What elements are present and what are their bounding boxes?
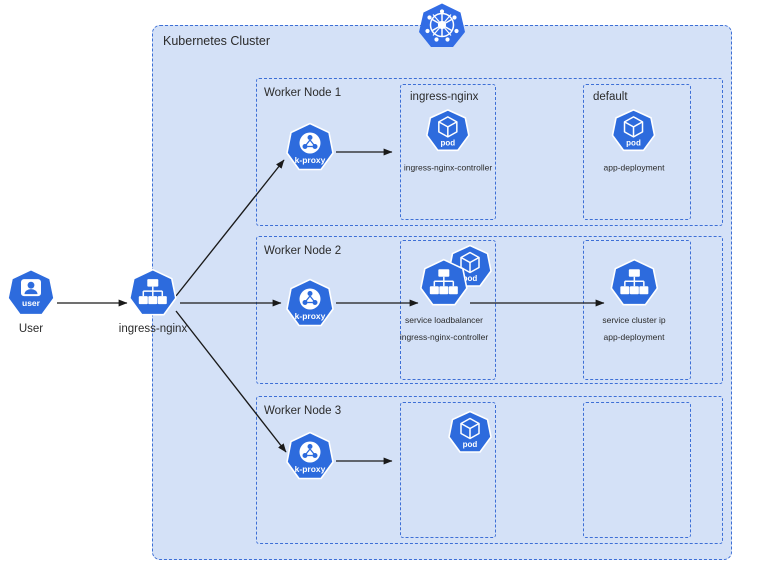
namespace-ingress-nginx-row3	[400, 402, 496, 538]
svg-text:pod: pod	[463, 274, 478, 283]
pod-icon: pod	[426, 108, 470, 152]
pod-icon: pod	[448, 410, 492, 453]
worker-node-2-k-proxy[interactable]: k-proxy	[285, 278, 335, 328]
worker-node-3-k-proxy[interactable]: k-proxy	[285, 431, 335, 481]
service-icon	[610, 258, 658, 306]
service-icon	[129, 268, 177, 316]
k-proxy-icon: k-proxy	[286, 431, 334, 480]
worker-node-1-container	[256, 78, 723, 226]
kubernetes-cluster-label: Kubernetes Cluster	[163, 34, 271, 48]
service-icon	[420, 258, 468, 306]
service-loadbalancer-caption-line1: service loadbalancer	[405, 315, 483, 326]
namespace-default-row1	[583, 84, 691, 220]
svg-text:k-proxy: k-proxy	[295, 464, 326, 474]
user-label: User	[18, 323, 44, 336]
k-proxy-icon: k-proxy	[286, 278, 334, 327]
ingress-nginx-pod-row3[interactable]: pod	[447, 410, 493, 454]
namespace-default-row3	[583, 402, 691, 538]
service-cluster-ip-caption-line2: app-deployment	[603, 332, 665, 343]
worker-node-2-label: Worker Node 2	[264, 245, 342, 257]
service-loadbalancer-node[interactable]: service loadbalancer ingress-nginx-contr…	[400, 258, 488, 344]
namespace-ingress-nginx-row2	[400, 240, 496, 380]
svg-text:k-proxy: k-proxy	[295, 311, 326, 321]
svg-text:k-proxy: k-proxy	[295, 155, 326, 165]
namespace-ingress-nginx-row1	[400, 84, 496, 220]
app-deployment-caption-row1: app-deployment	[603, 162, 665, 173]
service-loadbalancer-caption-line2: ingress-nginx-controller	[399, 332, 489, 343]
svg-text:user: user	[22, 298, 41, 308]
ingress-nginx-node[interactable]: ingress-nginx	[119, 268, 187, 338]
service-cluster-ip-node[interactable]: service cluster ip app-deployment	[602, 258, 666, 344]
svg-text:pod: pod	[463, 440, 478, 449]
ingress-nginx-controller-caption-row1: ingress-nginx-controller	[403, 162, 493, 173]
worker-node-1-k-proxy[interactable]: k-proxy	[285, 122, 335, 172]
ingress-nginx-label: ingress-nginx	[118, 323, 188, 336]
svg-text:pod: pod	[627, 138, 642, 147]
ingress-nginx-controller-pod-row1[interactable]: pod ingress-nginx-controller	[404, 108, 492, 173]
worker-node-1-label: Worker Node 1	[264, 87, 342, 99]
namespace-default-label-row1: default	[593, 91, 628, 103]
app-deployment-pod-row1[interactable]: pod app-deployment	[603, 108, 665, 173]
k-proxy-icon: k-proxy	[286, 122, 334, 171]
svg-text:pod: pod	[441, 138, 456, 147]
pod-icon: pod	[612, 108, 656, 152]
worker-node-2-container	[256, 236, 723, 384]
worker-node-3-label: Worker Node 3	[264, 405, 342, 417]
namespace-ingress-nginx-label-row1: ingress-nginx	[410, 91, 479, 103]
namespace-default-row2	[583, 240, 691, 380]
worker-node-3-container	[256, 396, 723, 544]
kubernetes-wheel-icon	[418, 2, 466, 48]
service-cluster-ip-caption-line1: service cluster ip	[602, 315, 666, 326]
user-icon: user	[7, 268, 55, 316]
user-node[interactable]: user User	[6, 268, 56, 338]
